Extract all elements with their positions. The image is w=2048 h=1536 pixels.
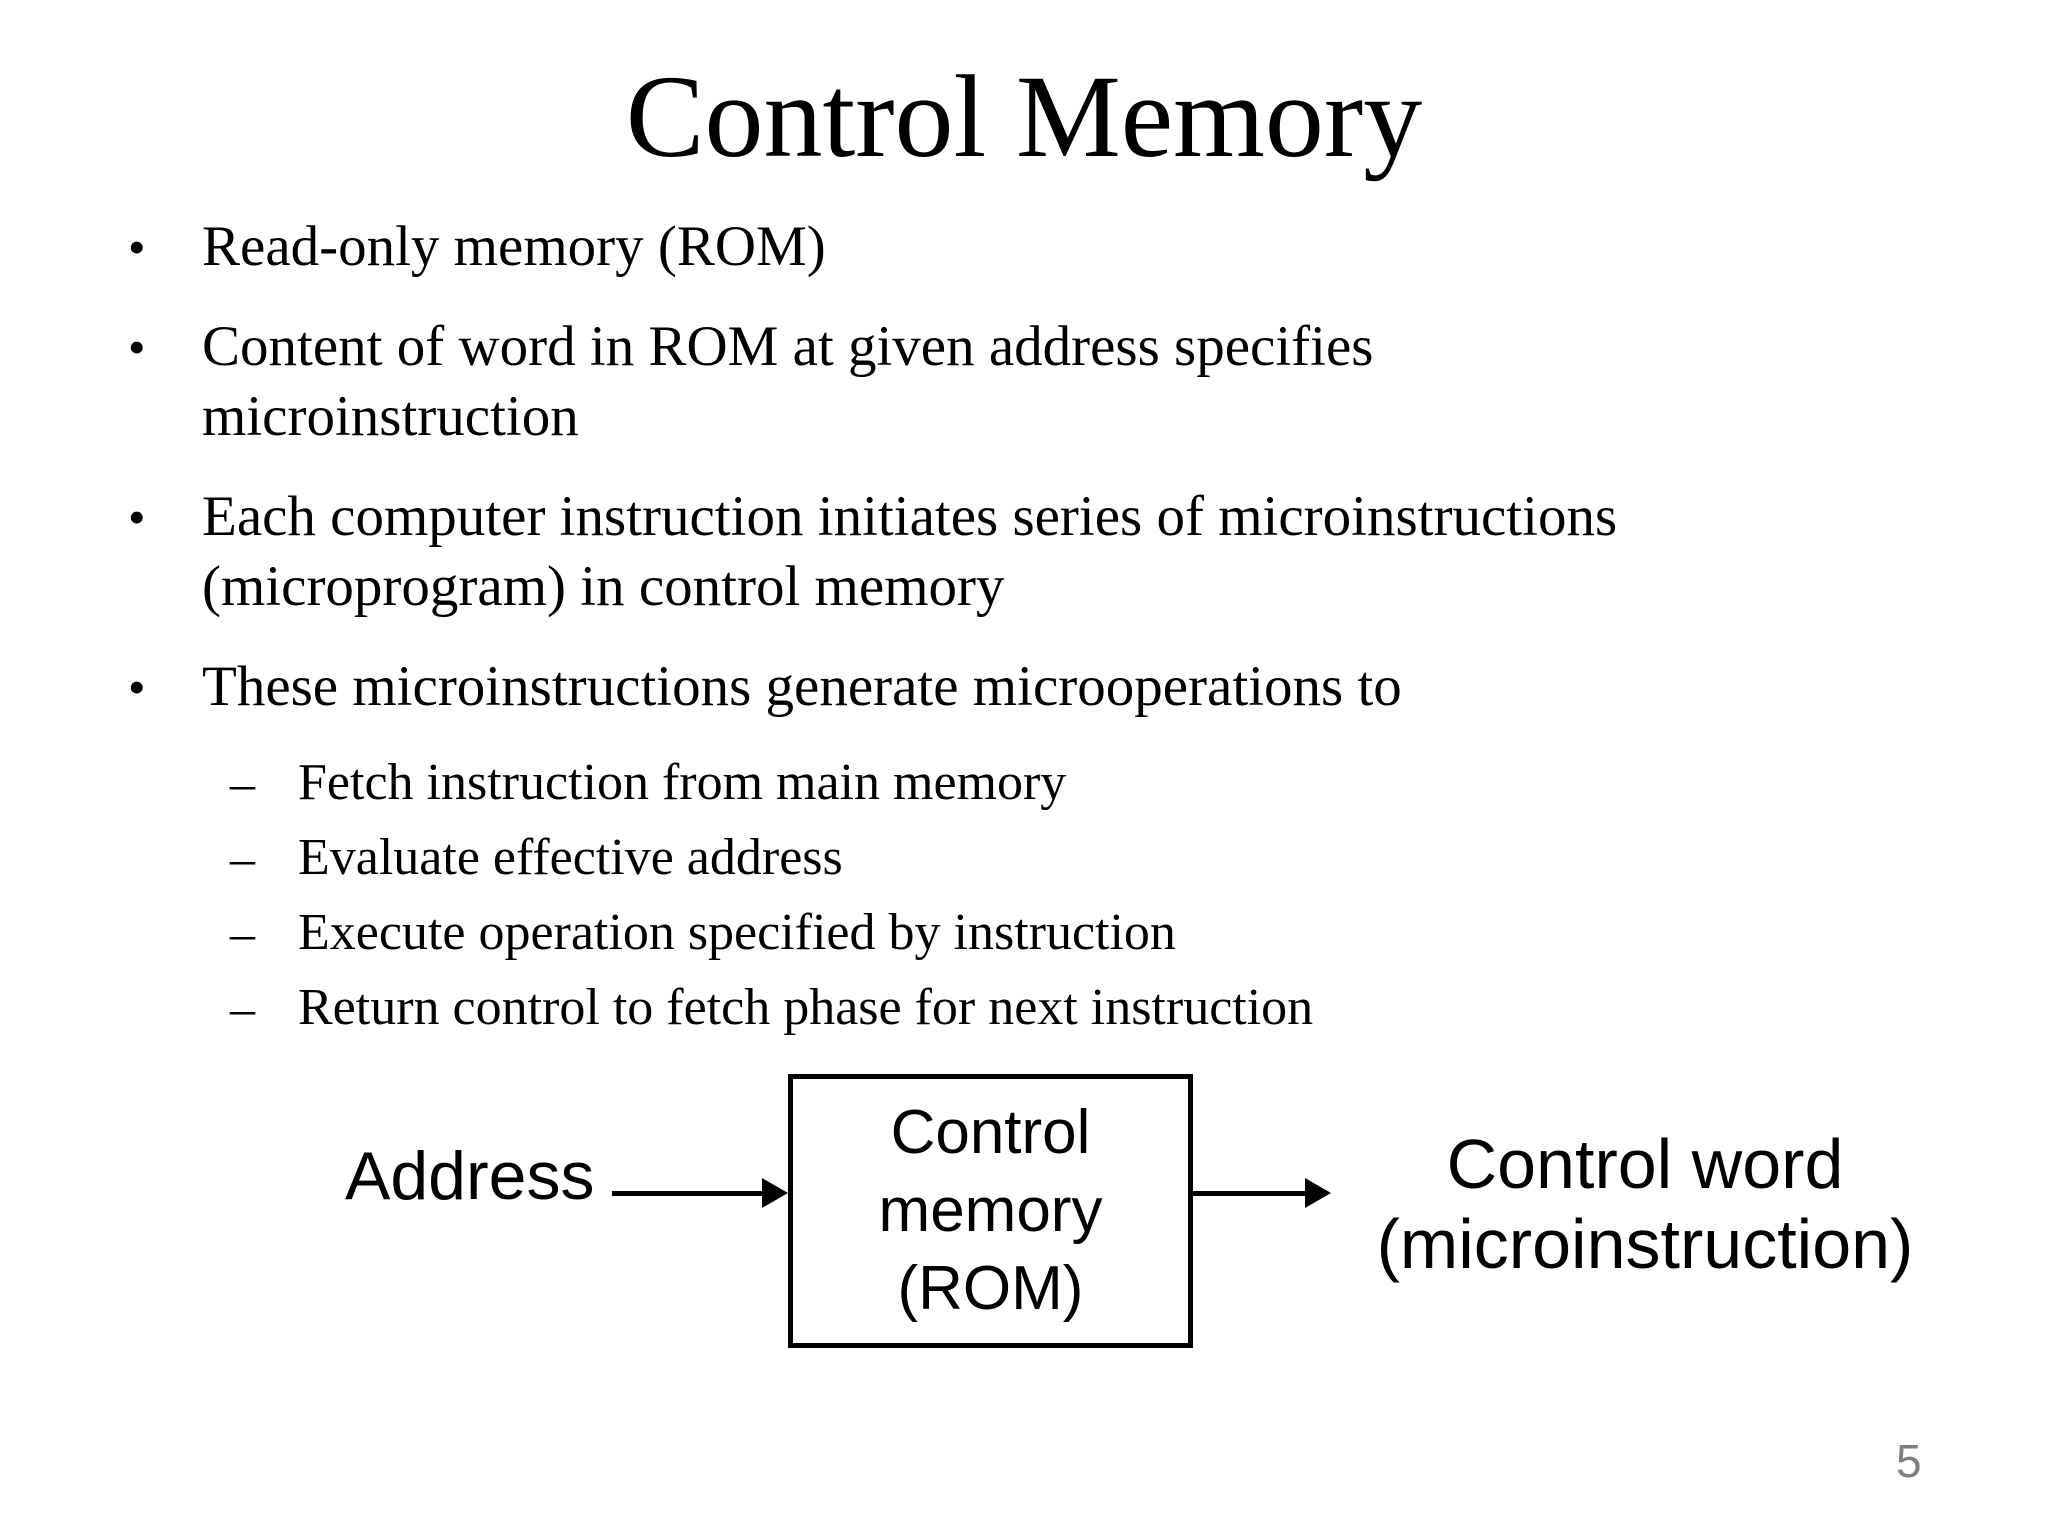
sub-bullet-line: Return control to fetch phase for next i… bbox=[298, 979, 1314, 1036]
sub-bullet-text: Execute operation specified by instructi… bbox=[298, 902, 1176, 964]
bullet-item: • Read-only memory (ROM) bbox=[128, 212, 2008, 282]
bullet-text: These microinstructions generate microop… bbox=[202, 652, 1402, 722]
sub-bullet-text: Fetch instruction from main memory bbox=[298, 752, 1066, 814]
arrow-head-icon bbox=[762, 1178, 788, 1208]
sub-bullet-list: – Fetch instruction from main memory – E… bbox=[230, 752, 2008, 1039]
address-label: Address bbox=[345, 1138, 595, 1214]
bullet-text: Content of word in ROM at given address … bbox=[202, 312, 1373, 452]
bullet-line: Read-only memory (ROM) bbox=[202, 215, 826, 278]
sub-bullet-item: – Fetch instruction from main memory bbox=[230, 752, 2008, 814]
sub-bullet-text: Return control to fetch phase for next i… bbox=[298, 977, 1313, 1039]
bullet-line: Content of word in ROM at given address … bbox=[202, 315, 1374, 378]
bullet-item: • Content of word in ROM at given addres… bbox=[128, 312, 2008, 452]
dash-icon: – bbox=[230, 905, 255, 961]
sub-bullet-item: – Evaluate effective address bbox=[230, 827, 2008, 889]
sub-bullet-item: – Execute operation specified by instruc… bbox=[230, 902, 2008, 964]
bullet-item: • These microinstructions generate micro… bbox=[128, 652, 2008, 722]
bullet-line: These microinstructions generate microop… bbox=[202, 655, 1402, 718]
arrow-shaft bbox=[612, 1190, 762, 1196]
bullet-dot-icon: • bbox=[128, 219, 146, 275]
control-word-line: Control word bbox=[1446, 1125, 1844, 1203]
arrow-shaft bbox=[1193, 1190, 1305, 1196]
bullet-list: • Read-only memory (ROM) • Content of wo… bbox=[128, 212, 2008, 1052]
dash-icon: – bbox=[230, 830, 255, 886]
control-memory-box: Control memory (ROM) bbox=[788, 1074, 1193, 1348]
output-arrow bbox=[1193, 1178, 1331, 1208]
bullet-dot-icon: • bbox=[128, 659, 146, 715]
control-word-line: (microinstruction) bbox=[1376, 1205, 1914, 1283]
page-number: 5 bbox=[1896, 1435, 1922, 1487]
box-line: (ROM) bbox=[897, 1254, 1084, 1323]
slide-title: Control Memory bbox=[625, 51, 1423, 182]
input-arrow bbox=[612, 1178, 788, 1208]
sub-bullet-line: Execute operation specified by instructi… bbox=[298, 904, 1176, 961]
dash-icon: – bbox=[230, 980, 255, 1036]
bullet-dot-icon: • bbox=[128, 489, 146, 545]
bullet-text: Each computer instruction initiates seri… bbox=[202, 482, 1617, 622]
bullet-dot-icon: • bbox=[128, 319, 146, 375]
bullet-line: (microprogram) in control memory bbox=[202, 555, 1005, 618]
bullet-line: microinstruction bbox=[202, 385, 579, 448]
sub-bullet-line: Evaluate effective address bbox=[298, 829, 843, 886]
sub-bullet-item: – Return control to fetch phase for next… bbox=[230, 977, 2008, 1039]
box-line: memory bbox=[878, 1176, 1103, 1245]
bullet-line: Each computer instruction initiates seri… bbox=[202, 485, 1618, 548]
control-word-label: Control word (microinstruction) bbox=[1355, 1124, 1935, 1284]
bullet-text: Read-only memory (ROM) bbox=[202, 212, 826, 282]
box-line: Control bbox=[890, 1098, 1091, 1167]
bullet-item: • Each computer instruction initiates se… bbox=[128, 482, 2008, 622]
dash-icon: – bbox=[230, 755, 255, 811]
sub-bullet-text: Evaluate effective address bbox=[298, 827, 843, 889]
arrow-head-icon bbox=[1305, 1178, 1331, 1208]
sub-bullet-line: Fetch instruction from main memory bbox=[298, 754, 1067, 811]
